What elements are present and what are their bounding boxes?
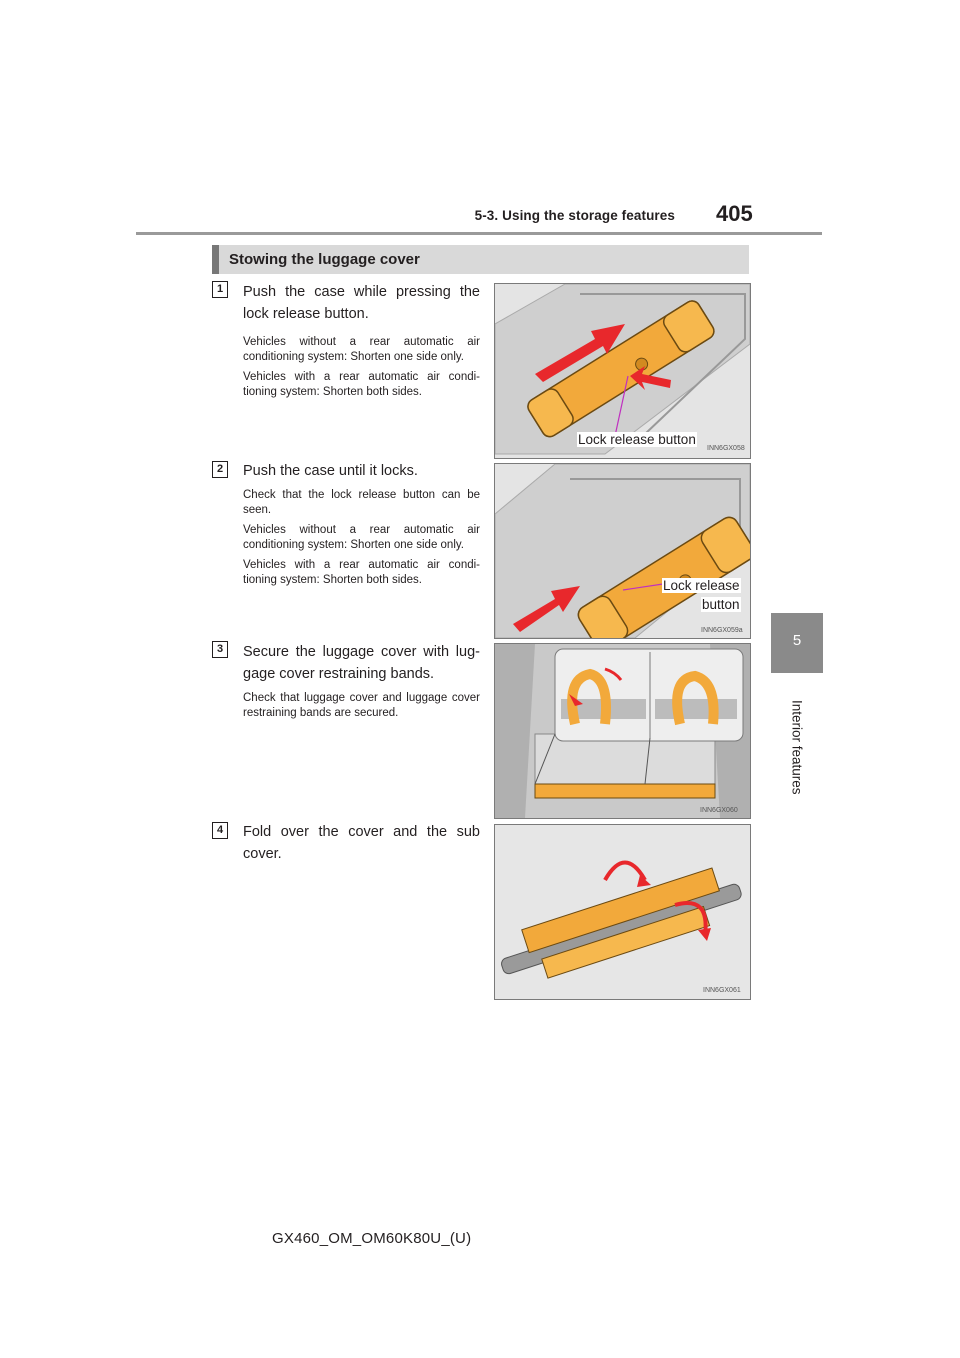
step-2-main: Push the case until it locks. [243, 463, 418, 479]
step-1-main: Push the case while pressing the lock re… [243, 284, 480, 322]
restraining-band-1 [567, 668, 611, 726]
step-2-figure: INN6GX059a Lock release button [494, 463, 751, 639]
step-number-3: 3 [212, 641, 228, 658]
step-1-note-2: Vehicles with a rear automatic air condi… [243, 371, 480, 398]
chapter-tab-label: Interior features [789, 700, 805, 795]
step-3-text: Secure the luggage cover with lug-gage c… [243, 641, 480, 726]
luggage-cover-stowed [534, 783, 716, 799]
fold-arrow-1 [603, 860, 647, 882]
figure-code-2: INN6GX059a [701, 627, 743, 634]
step-number-1: 1 [212, 281, 228, 298]
luggage-cover-folding [501, 867, 742, 979]
chapter-tab: 5 [771, 613, 823, 673]
step-1-note-1: Vehicles without a rear automatic air co… [243, 336, 480, 363]
luggage-case [527, 300, 715, 438]
callout-lock-release-2-line1: Lock release [662, 578, 741, 593]
callout-lock-release-1: Lock release button [577, 432, 697, 447]
step-number-4: 4 [212, 822, 228, 839]
step-1-figure: INN6GX058 Lock release button [494, 283, 751, 459]
step-4-text: Fold over the cover and the sub cover. [243, 821, 480, 865]
header-rule [136, 232, 822, 235]
fold-arrow-2 [674, 901, 708, 936]
step-4-main: Fold over the cover and the sub cover. [243, 824, 480, 862]
step-2-note-3: Vehicles with a rear automatic air condi… [243, 559, 480, 586]
step-3-note-1: Check that luggage cover and luggage cov… [243, 692, 480, 719]
step-2-note-2: Vehicles without a rear automatic air co… [243, 524, 480, 551]
step-number-2: 2 [212, 461, 228, 478]
callout-lock-release-2-line2: button [701, 597, 741, 612]
figure-code-1: INN6GX058 [707, 445, 745, 452]
step-2-note-1: Check that the lock release button can b… [243, 489, 480, 516]
press-arrow-left [630, 366, 671, 390]
push-arrow-up [535, 324, 625, 382]
figure-code-4: INN6GX061 [703, 987, 741, 994]
section-title: Stowing the luggage cover [229, 251, 420, 268]
running-header-section: 5-3. Using the storage features [474, 208, 675, 223]
step-4-figure: INN6GX061 [494, 824, 751, 1000]
step-3-main: Secure the luggage cover with lug-gage c… [243, 644, 480, 682]
page-number: 405 [716, 201, 753, 226]
step-3-figure: INN6GX060 [494, 643, 751, 819]
restraining-band-2 [672, 670, 719, 726]
step-1-text: Push the case while pressing the lock re… [243, 281, 480, 405]
footer-document-code: GX460_OM_OM60K80U_(U) [272, 1230, 472, 1247]
step-2-text: Push the case until it locks. Check that… [243, 460, 480, 593]
chapter-tab-label-wrap: Interior features [752, 700, 842, 795]
section-title-bar: Stowing the luggage cover [212, 245, 749, 274]
push-arrow-2 [513, 586, 580, 632]
figure-code-3: INN6GX060 [700, 807, 738, 814]
